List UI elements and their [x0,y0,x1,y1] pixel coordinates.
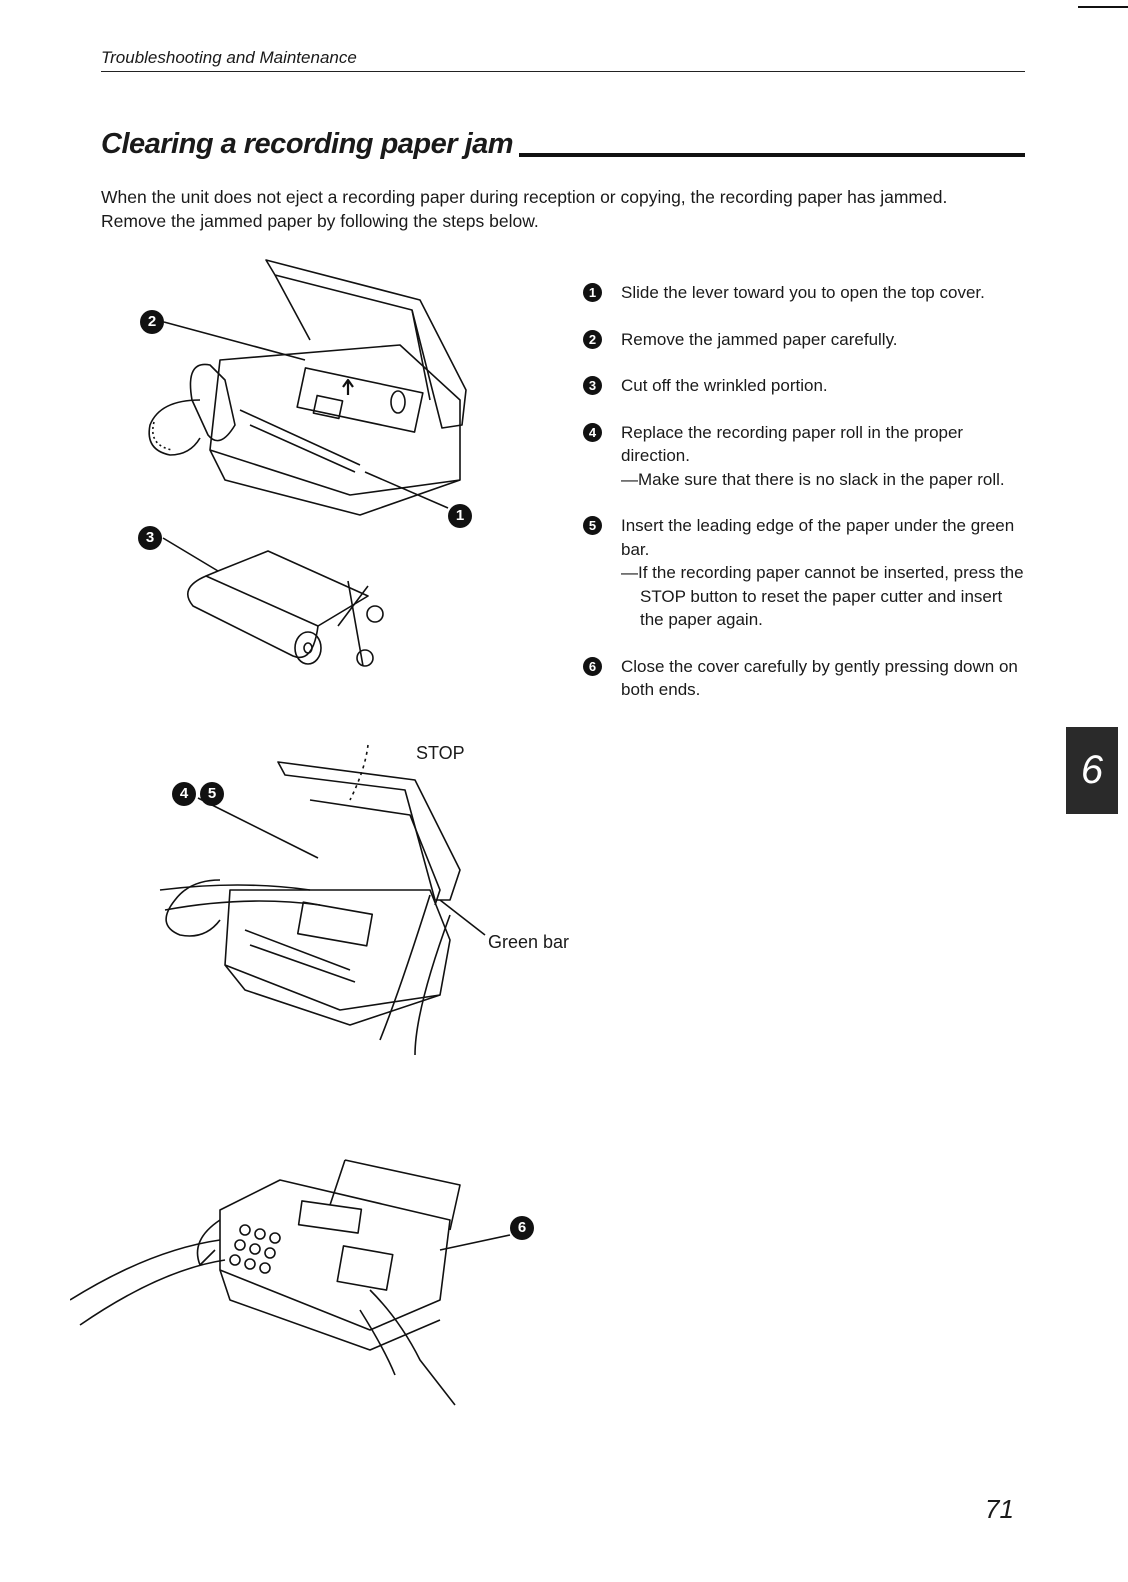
page-number: 71 [985,1494,1014,1524]
step-item: 4 Replace the recording paper roll in th… [583,421,1028,492]
step-item: 3 Cut off the wrinkled portion. [583,374,1028,398]
insert-paper-drawing [159,744,486,1056]
running-header: Troubleshooting and Maintenance [101,48,1025,72]
step-number-badge: 4 [583,422,602,442]
step-text: Close the cover carefully by gently pres… [621,656,1018,700]
step-note: —If the recording paper cannot be insert… [621,563,1024,629]
section-heading: Clearing a recording paper jam [101,128,514,160]
illustration-cut-roll: 3 [138,526,398,676]
step-item: 2 Remove the jammed paper carefully. [583,328,1028,352]
cut-roll-drawing [162,537,384,667]
step-number-badge: 3 [583,376,602,395]
step-number-badge: 2 [583,329,602,349]
open-cover-drawing [148,259,467,516]
illustration-step-badge: 1 [448,504,472,528]
step-text: Cut off the wrinkled portion. [621,376,828,395]
illustration-step-badge: 4 [172,782,196,806]
step-item: 5 Insert the leading edge of the paper u… [583,514,1028,632]
step-note: —Make sure that there is no slack in the… [621,469,1005,489]
step-text: Remove the jammed paper carefully. [621,329,898,349]
stop-label: STOP [416,743,465,763]
illustration-step-badge: 2 [140,310,164,334]
illustration-step-badge: 5 [200,782,224,806]
close-cover-drawing [69,1159,511,1406]
step-number-badge: 6 [583,656,602,676]
step-text: Slide the lever toward you to open the t… [621,283,985,302]
green-bar-label: Green bar [488,932,570,952]
illustration-open-cover: 2 1 [130,250,510,530]
step-number-badge: 1 [583,283,602,302]
step-item: 6 Close the cover carefully by gently pr… [583,655,1028,702]
intro-paragraph: When the unit does not eject a recording… [101,187,948,231]
steps-list: 1 Slide the lever toward you to open the… [583,281,1028,725]
step-item: 1 Slide the lever toward you to open the… [583,281,1028,305]
illustration-close-cover: 6 [69,1150,550,1420]
corner-crop-mark [1078,6,1128,8]
step-text: Replace the recording paper roll in the … [621,422,964,466]
step-text: Insert the leading edge of the paper und… [621,516,1015,559]
illustration-step-badge: 3 [138,526,162,550]
illustration-step-badge: 6 [510,1216,534,1240]
chapter-tab: 6 [1066,727,1118,814]
section-title: Clearing a recording paper jam [101,128,1025,161]
illustration-insert-paper: 4 5 STOP Green bar [150,740,590,1060]
title-rule [519,153,1025,157]
step-number-badge: 5 [583,516,602,535]
callout-lines [163,321,449,509]
